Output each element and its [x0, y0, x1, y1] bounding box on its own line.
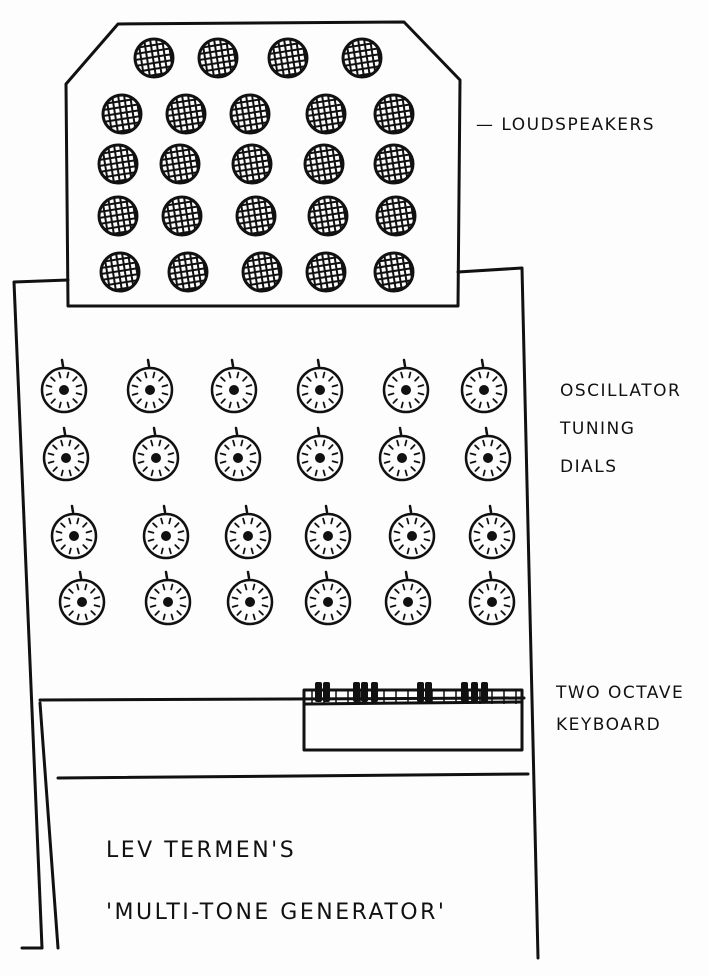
tuning-dial-icon — [304, 570, 352, 626]
tuning-dial-icon — [296, 358, 344, 414]
tuning-dial-icon — [214, 426, 262, 482]
label-dials-line-2: TUNING — [560, 419, 636, 439]
black-key — [361, 682, 368, 702]
keyboard-keys — [311, 682, 517, 704]
loudspeaker-icon — [231, 143, 273, 185]
black-key — [481, 682, 488, 702]
caption-line-1: LEV TERMEN'S — [106, 838, 297, 863]
loudspeaker-icon — [375, 195, 417, 237]
keyboard-box — [302, 688, 524, 752]
loudspeaker-icon — [97, 143, 139, 185]
tuning-dial-icon — [210, 358, 258, 414]
tuning-dial-icon — [126, 358, 174, 414]
tuning-dial-icon — [224, 504, 272, 560]
loudspeaker-grid — [97, 37, 417, 293]
loudspeaker-icon — [307, 195, 349, 237]
label-keyboard-line-2: KEYBOARD — [556, 715, 662, 735]
black-key — [425, 682, 432, 702]
tuning-dial-icon — [144, 570, 192, 626]
speaker-enclosure — [64, 20, 462, 308]
label-keyboard-line-1: TWO OCTAVE — [556, 683, 685, 703]
caption-line-2: 'MULTI-TONE GENERATOR' — [106, 900, 447, 925]
loudspeaker-icon — [167, 251, 209, 293]
tuning-dial-icon — [42, 426, 90, 482]
black-key — [461, 682, 468, 702]
tuning-dial-icon — [384, 570, 432, 626]
loudspeaker-icon — [305, 251, 347, 293]
tuning-dial-icon — [296, 426, 344, 482]
tuning-dial-icon — [132, 426, 180, 482]
tuning-dial-icon — [468, 504, 516, 560]
tuning-dial-icon — [382, 358, 430, 414]
black-key — [315, 682, 322, 702]
cabinet-outline — [12, 266, 540, 960]
keyboard-key-line — [304, 700, 522, 706]
loudspeaker-icon — [97, 195, 139, 237]
loudspeaker-icon — [241, 251, 283, 293]
loudspeaker-icon — [159, 143, 201, 185]
loudspeaker-icon — [373, 251, 415, 293]
tuning-dial-icon — [464, 426, 512, 482]
label-oscillator-dials: OSCILLATOR TUNING DIALS — [560, 378, 681, 480]
loudspeaker-icon — [165, 93, 207, 135]
label-dials-line-3: DIALS — [560, 457, 618, 477]
label-loudspeakers-text: — LOUDSPEAKERS — [476, 115, 656, 135]
loudspeaker-icon — [267, 37, 309, 79]
label-loudspeakers: — LOUDSPEAKERS — [476, 112, 655, 138]
loudspeaker-icon — [101, 93, 143, 135]
tuning-dial-icon — [304, 504, 352, 560]
tuning-dial-icon — [40, 358, 88, 414]
loudspeaker-icon — [303, 143, 345, 185]
dial-grid — [40, 358, 516, 626]
loudspeaker-icon — [197, 37, 239, 79]
tuning-dial-icon — [388, 504, 436, 560]
black-key — [353, 682, 360, 702]
loudspeaker-icon — [305, 93, 347, 135]
label-dials-line-1: OSCILLATOR — [560, 381, 682, 401]
lower-frame — [20, 696, 530, 950]
tuning-dial-icon — [460, 358, 508, 414]
loudspeaker-icon — [161, 195, 203, 237]
tuning-dial-icon — [50, 504, 98, 560]
loudspeaker-icon — [229, 93, 271, 135]
loudspeaker-icon — [99, 251, 141, 293]
tuning-dial-icon — [468, 570, 516, 626]
tuning-dial-icon — [58, 570, 106, 626]
loudspeaker-icon — [373, 93, 415, 135]
label-keyboard: TWO OCTAVE KEYBOARD — [556, 680, 684, 738]
tuning-dial-icon — [226, 570, 274, 626]
loudspeaker-icon — [373, 143, 415, 185]
tuning-dial-icon — [378, 426, 426, 482]
loudspeaker-icon — [133, 37, 175, 79]
tuning-dial-icon — [142, 504, 190, 560]
loudspeaker-icon — [235, 195, 277, 237]
loudspeaker-icon — [341, 37, 383, 79]
black-key — [471, 682, 478, 702]
